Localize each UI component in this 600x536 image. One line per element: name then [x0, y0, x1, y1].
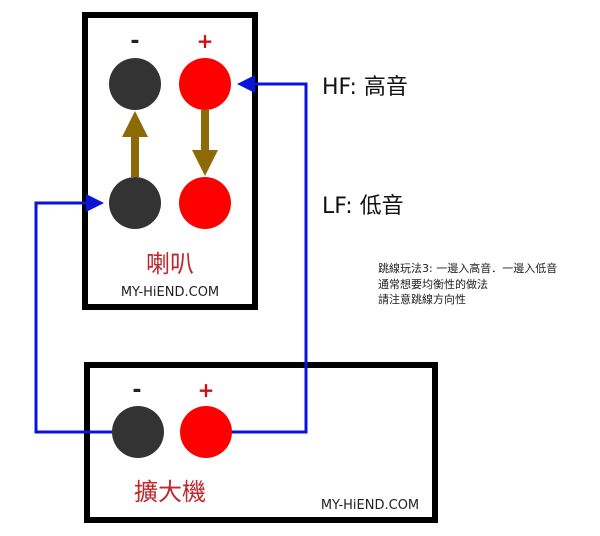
amp-negative-terminal — [112, 406, 164, 458]
amp-positive-terminal — [180, 406, 232, 458]
speaker-plus-label: + — [197, 29, 214, 53]
speaker-hf-positive-terminal — [179, 58, 231, 110]
jumper-arrow-down — [192, 110, 218, 176]
note-line-3: 請注意跳線方向性 — [378, 292, 466, 306]
amplifier-box — [84, 362, 438, 523]
negative-wire — [34, 194, 112, 434]
jumper-arrow-up — [122, 111, 148, 177]
amp-plus-label: + — [198, 378, 215, 402]
note-line-2: 通常想要均衡性的做法 — [378, 277, 488, 291]
speaker-minus-label: - — [130, 29, 139, 54]
amplifier-label: 擴大機 — [134, 478, 206, 506]
speaker-lf-positive-terminal — [179, 177, 231, 229]
lf-label: LF: 低音 — [322, 194, 404, 219]
speaker-box — [82, 12, 258, 310]
positive-wire — [232, 75, 308, 434]
speaker-lf-negative-terminal — [109, 177, 161, 229]
speaker-label: 喇叭 — [146, 250, 194, 278]
amplifier-brand: MY-HiEND.COM — [321, 498, 419, 513]
speaker-hf-negative-terminal — [109, 58, 161, 110]
speaker-brand: MY-HiEND.COM — [121, 285, 219, 300]
note-line-1: 跳線玩法3: 一邊入高音．一邊入低音 — [378, 261, 557, 275]
hf-label: HF: 高音 — [322, 75, 408, 100]
amp-minus-label: - — [132, 378, 141, 403]
